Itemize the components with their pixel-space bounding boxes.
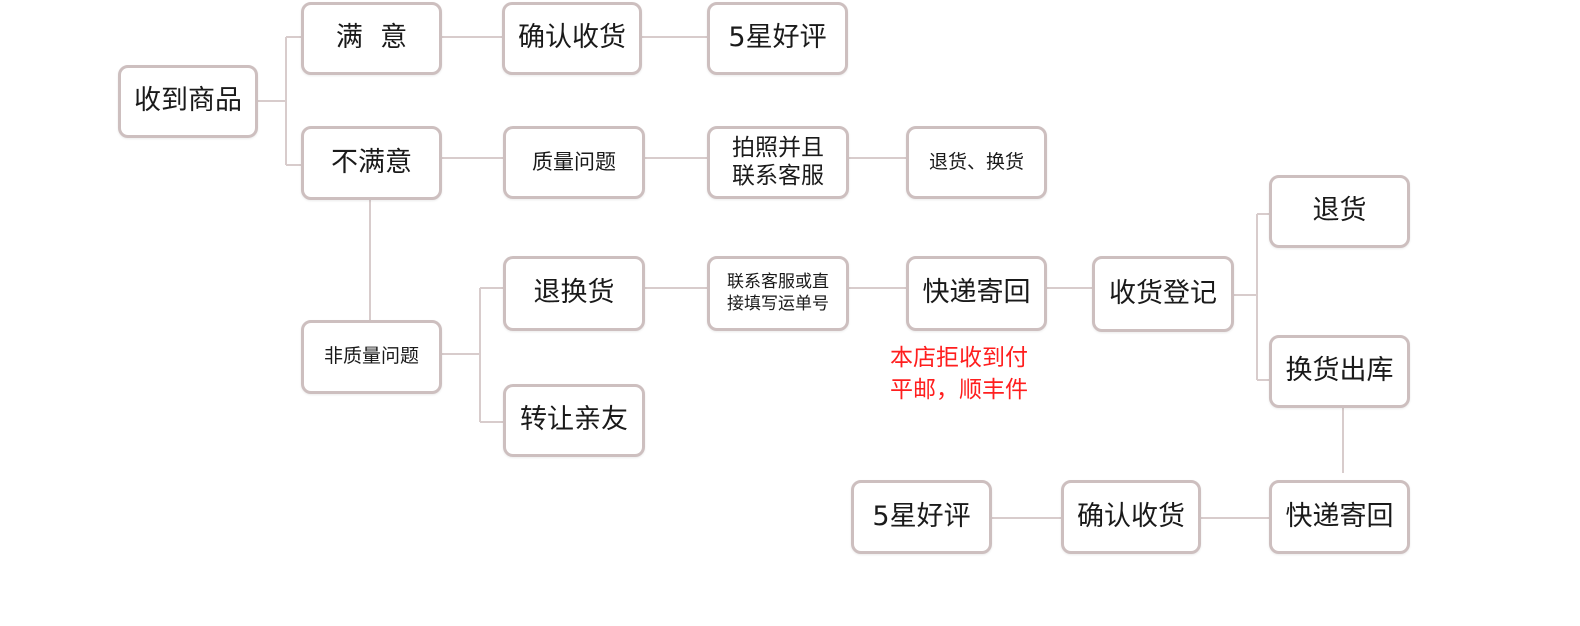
node-exchange-outbound: 换货出库	[1269, 335, 1410, 408]
node-not-satisfied: 不满意	[301, 126, 442, 200]
node-five-star-review: 5星好评	[707, 2, 848, 75]
node-photo-contact-service: 拍照并且 联系客服	[707, 126, 849, 199]
node-quality-issue: 质量问题	[503, 126, 645, 199]
node-return-exchange: 退换货	[503, 256, 645, 331]
node-return-goods: 退货	[1269, 175, 1410, 248]
node-express-send-back: 快递寄回	[1269, 480, 1410, 554]
node-satisfied: 满 意	[301, 2, 442, 75]
shipping-note: 本店拒收到付 平邮，顺丰件	[890, 345, 1028, 403]
node-receive-goods: 收到商品	[118, 65, 258, 138]
node-confirm-receipt: 确认收货	[502, 2, 642, 75]
node-confirm-receipt-2: 确认收货	[1061, 480, 1201, 554]
node-five-star-review-2: 5星好评	[851, 480, 992, 554]
node-express-return: 快递寄回	[906, 256, 1047, 331]
node-transfer-to-friends: 转让亲友	[503, 384, 645, 457]
node-contact-or-fill-tracking: 联系客服或直 接填写运单号	[707, 256, 849, 331]
node-receipt-registration: 收货登记	[1092, 256, 1234, 332]
node-return-or-exchange: 退货、换货	[906, 126, 1047, 199]
node-non-quality-issue: 非质量问题	[301, 320, 442, 394]
